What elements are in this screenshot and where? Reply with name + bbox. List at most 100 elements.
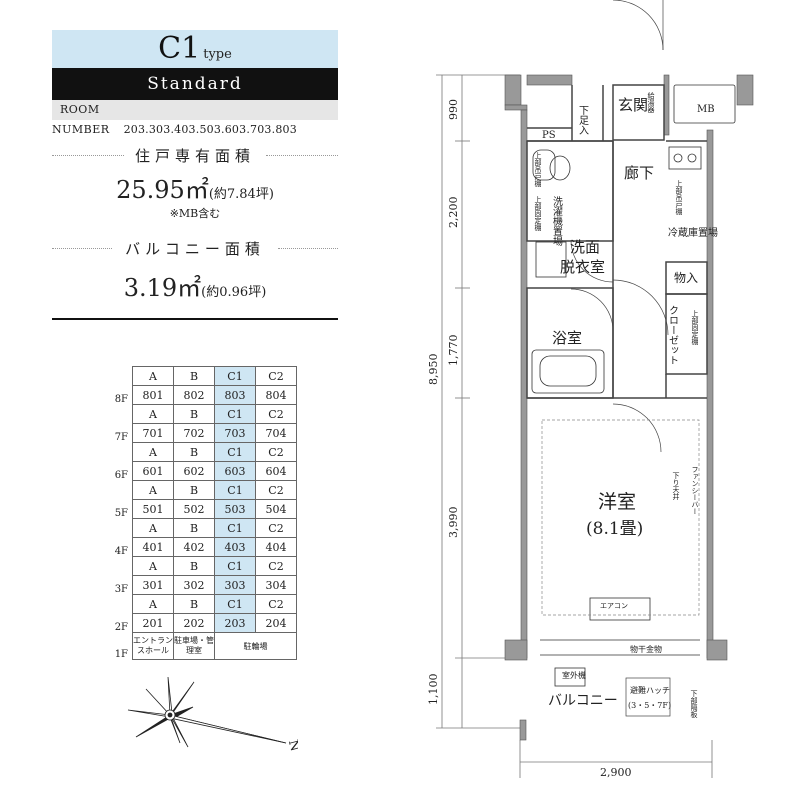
label-hatch-floors: (3・5・7F) [628,701,671,710]
room-fridge: 冷蔵庫置場 [668,226,718,239]
floor-table-cell: B [173,366,215,386]
floor-table-cell: 404 [255,537,297,557]
divider [266,155,338,156]
floor-table-cell: C1 [214,442,256,462]
private-area-tsubo: (約7.84坪) [208,187,274,202]
private-area-value-row: 25.95㎡(約7.84坪) [52,170,338,205]
room-washer: 洗濯機置場 [551,196,563,247]
floor-table-cell: B [173,480,215,500]
floor-table-cell: 703 [214,423,256,443]
floor-table-cell: 202 [173,613,215,633]
dimension-lines-left [436,74,520,729]
floor-table-cell: A [132,442,174,462]
balcony-area-value-row: 3.19㎡(約0.96坪) [52,268,338,303]
floor-table-cell: C2 [255,518,297,538]
dim-990: 990 [447,99,460,120]
floor-table-cell: B [173,518,215,538]
walls [504,74,754,741]
floor-label [96,405,133,424]
floor-label: 4F [114,545,128,557]
ground-parking: 駐車場・管理室 [173,632,215,660]
dim-2200: 2,200 [447,197,460,229]
floor-label [96,595,133,614]
floor-table-cell: 702 [173,423,215,443]
divider [278,248,338,249]
floor-table-cell: B [173,442,215,462]
floor-table-cell: A [132,366,174,386]
lowered-ceiling-outline [541,419,700,616]
floor-label: 8F [114,393,128,405]
room-bath: 浴室 [552,329,582,347]
ground-entrance: エントランスホール [132,632,174,660]
floor-table-cell: 501 [132,499,174,519]
floor-table-cell: C2 [255,442,297,462]
room-entrance: 玄関 [618,96,648,114]
private-area-heading: 住戸専有面積 [134,147,255,165]
floor-label: 6F [114,469,128,481]
room-upper-shelf-2: 上部吊戸棚 [675,179,683,216]
floor-table-cell: 302 [173,575,215,595]
dim-1100: 1,100 [427,674,440,706]
room-meter: 給湯器 [647,91,655,114]
unit-type-main: C1 [158,31,201,66]
dimension-line-bottom [519,740,713,778]
floor-table-cell: 301 [132,575,174,595]
room-number-band: ROOM NUMBER 203.303.403.503.603.703.803 [52,100,338,136]
dim-8950: 8,950 [427,354,440,386]
section-separator [52,318,338,320]
floor-label: 7F [114,431,128,443]
room-closet: クローゼット [667,305,679,365]
label-outdoor-unit: 室外機 [562,670,586,680]
private-area-unit: ㎡ [184,176,209,204]
floor-table-cell: 701 [132,423,174,443]
room-number-label: ROOM NUMBER [52,103,110,136]
dim-3990: 3,990 [447,507,460,539]
floor-table-cell: C1 [214,594,256,614]
floor-label [96,481,133,500]
compass-star-icon [127,677,287,748]
floor-table-cell: 402 [173,537,215,557]
floor-table-cell: 401 [132,537,174,557]
label-lowered-ceiling: 下り天井 [672,472,680,501]
floor-table-cell: 203 [214,613,256,633]
private-area-value: 25.95 [116,176,185,204]
floor-table-cell: 504 [255,499,297,519]
partitions [526,84,708,399]
room-number-list: 203.303.403.503.603.703.803 [123,123,297,136]
balcony-area-heading-row: バルコニー面積 [52,238,338,258]
floor-table-cell: A [132,556,174,576]
floor-table-cell: A [132,404,174,424]
floor-label: 3F [114,583,128,595]
floor-table-cell: A [132,518,174,538]
label-lower-partition: 下部隔板 [690,690,698,719]
floor-table-cell: C2 [255,594,297,614]
floor-plan: 990 2,200 1,770 3,990 1,100 8,950 2,900 [427,0,754,779]
label-aircon: エアコン [600,602,628,610]
label-hatch: 避難ハッチ [630,685,670,695]
type-band [52,30,338,68]
floor-label [96,519,133,538]
balcony-area-value: 3.19 [123,274,178,302]
floor-table-cell: 803 [214,385,256,405]
room-balcony: バルコニー [548,693,618,709]
floor-table-cell: 204 [255,613,297,633]
door-swings [570,0,669,453]
compass-north-label: N [285,738,298,753]
floor-table-cell: B [173,594,215,614]
floor-label: 2F [114,621,128,633]
room-western: 洋室 [598,491,636,513]
